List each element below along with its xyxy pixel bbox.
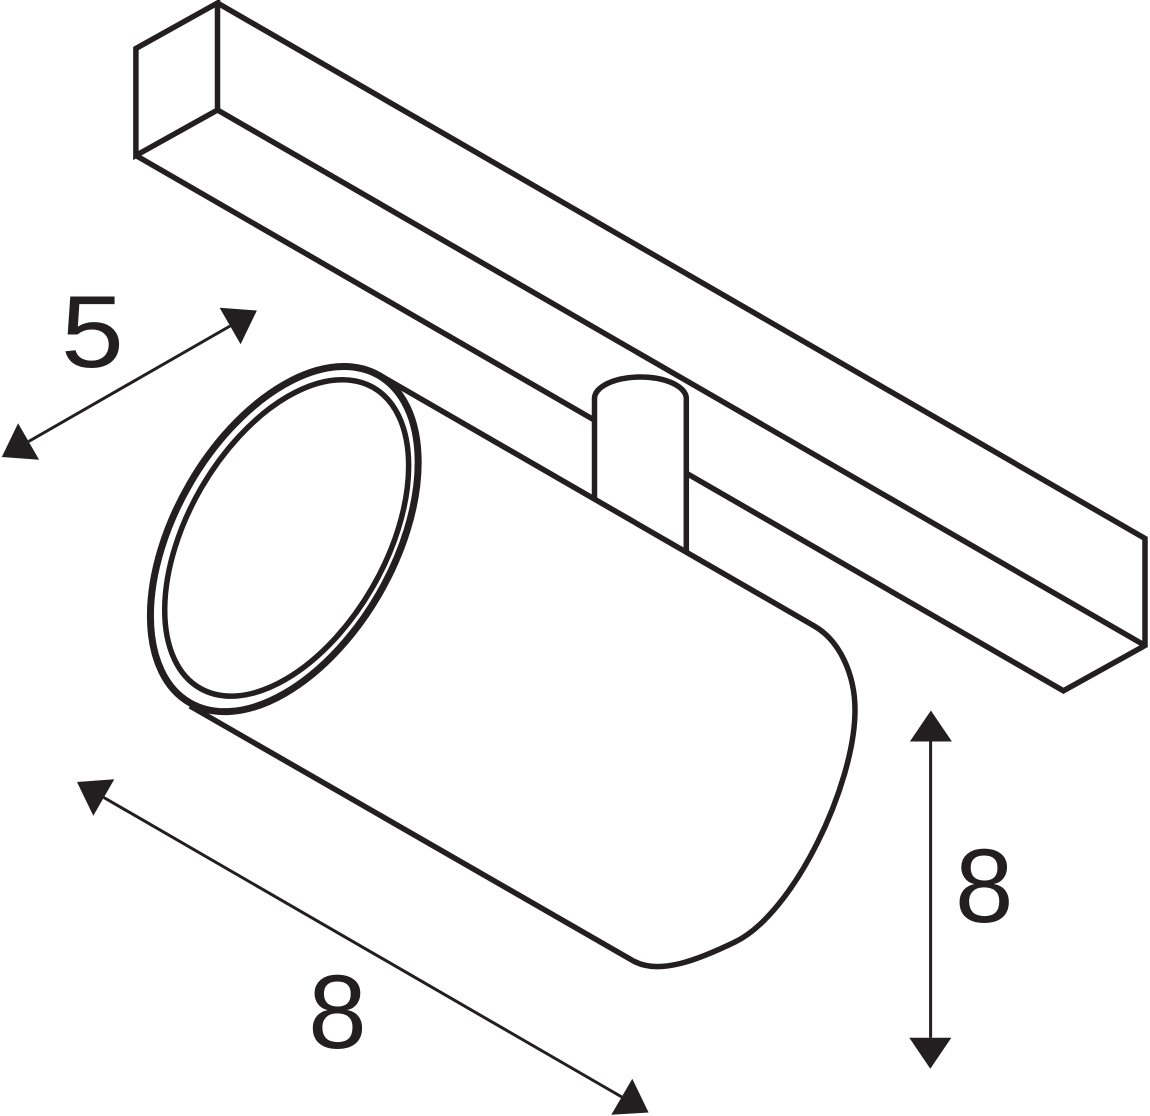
svg-text:8: 8 (955, 828, 1013, 945)
svg-text:5: 5 (61, 274, 124, 389)
svg-text:8: 8 (308, 954, 366, 1071)
